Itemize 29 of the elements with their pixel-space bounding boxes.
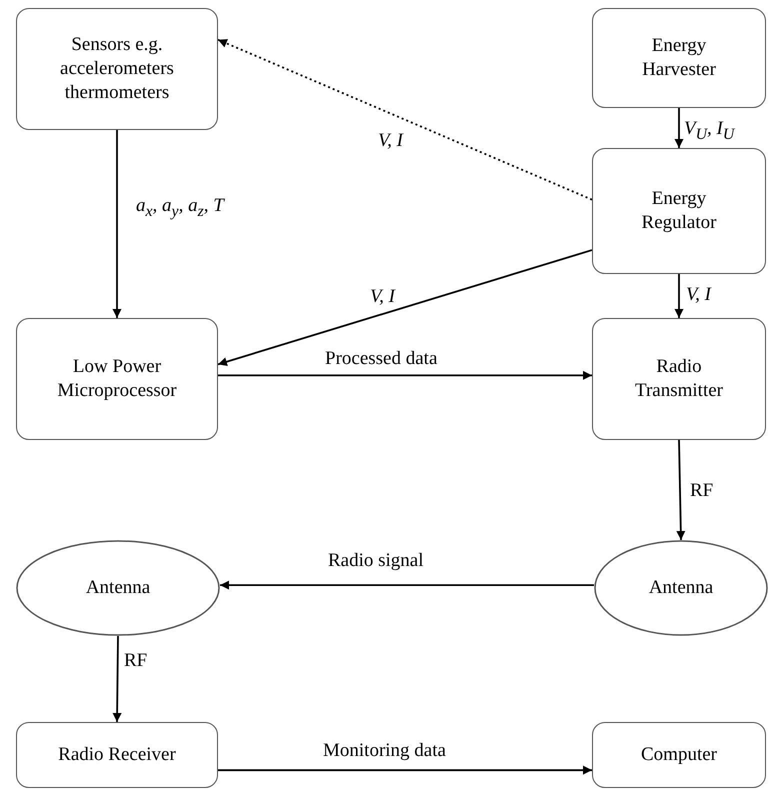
arrow xyxy=(220,580,594,590)
arrow xyxy=(218,249,592,366)
edge-label: V$_{U}$, I$_{U}$ xyxy=(684,118,734,144)
arrow xyxy=(112,636,122,722)
arrow xyxy=(218,766,592,775)
arrow xyxy=(676,440,686,540)
process-box: Radio Receiver xyxy=(16,722,218,788)
arrow xyxy=(674,274,684,318)
arrow xyxy=(218,38,592,200)
ellipse-node: Antenna xyxy=(594,540,768,636)
process-box: Radio Transmitter xyxy=(592,318,766,440)
edge-label: RF xyxy=(690,480,714,502)
process-box: Energy Harvester xyxy=(592,8,766,108)
arrow xyxy=(112,130,122,318)
edge-label: Processed data xyxy=(325,348,438,370)
edge-label: Monitoring data xyxy=(323,740,446,762)
edge-label: V, I xyxy=(378,130,403,152)
process-box: Sensors e.g. accelerometers thermometers xyxy=(16,8,218,130)
edge-label: V, I xyxy=(370,286,395,308)
process-box: Energy Regulator xyxy=(592,148,766,274)
arrow xyxy=(218,370,592,380)
edge-label: RF xyxy=(124,650,148,672)
process-box: Low Power Microprocessor xyxy=(16,318,218,440)
ellipse-node: Antenna xyxy=(16,540,220,636)
arrow xyxy=(674,108,684,148)
edge-label: a$_{x}$, a$_{y}$, a$_{z}$, T xyxy=(136,195,224,221)
edge-label: Radio signal xyxy=(328,550,424,572)
process-box: Computer xyxy=(592,722,766,788)
edge-label: V, I xyxy=(686,284,711,306)
